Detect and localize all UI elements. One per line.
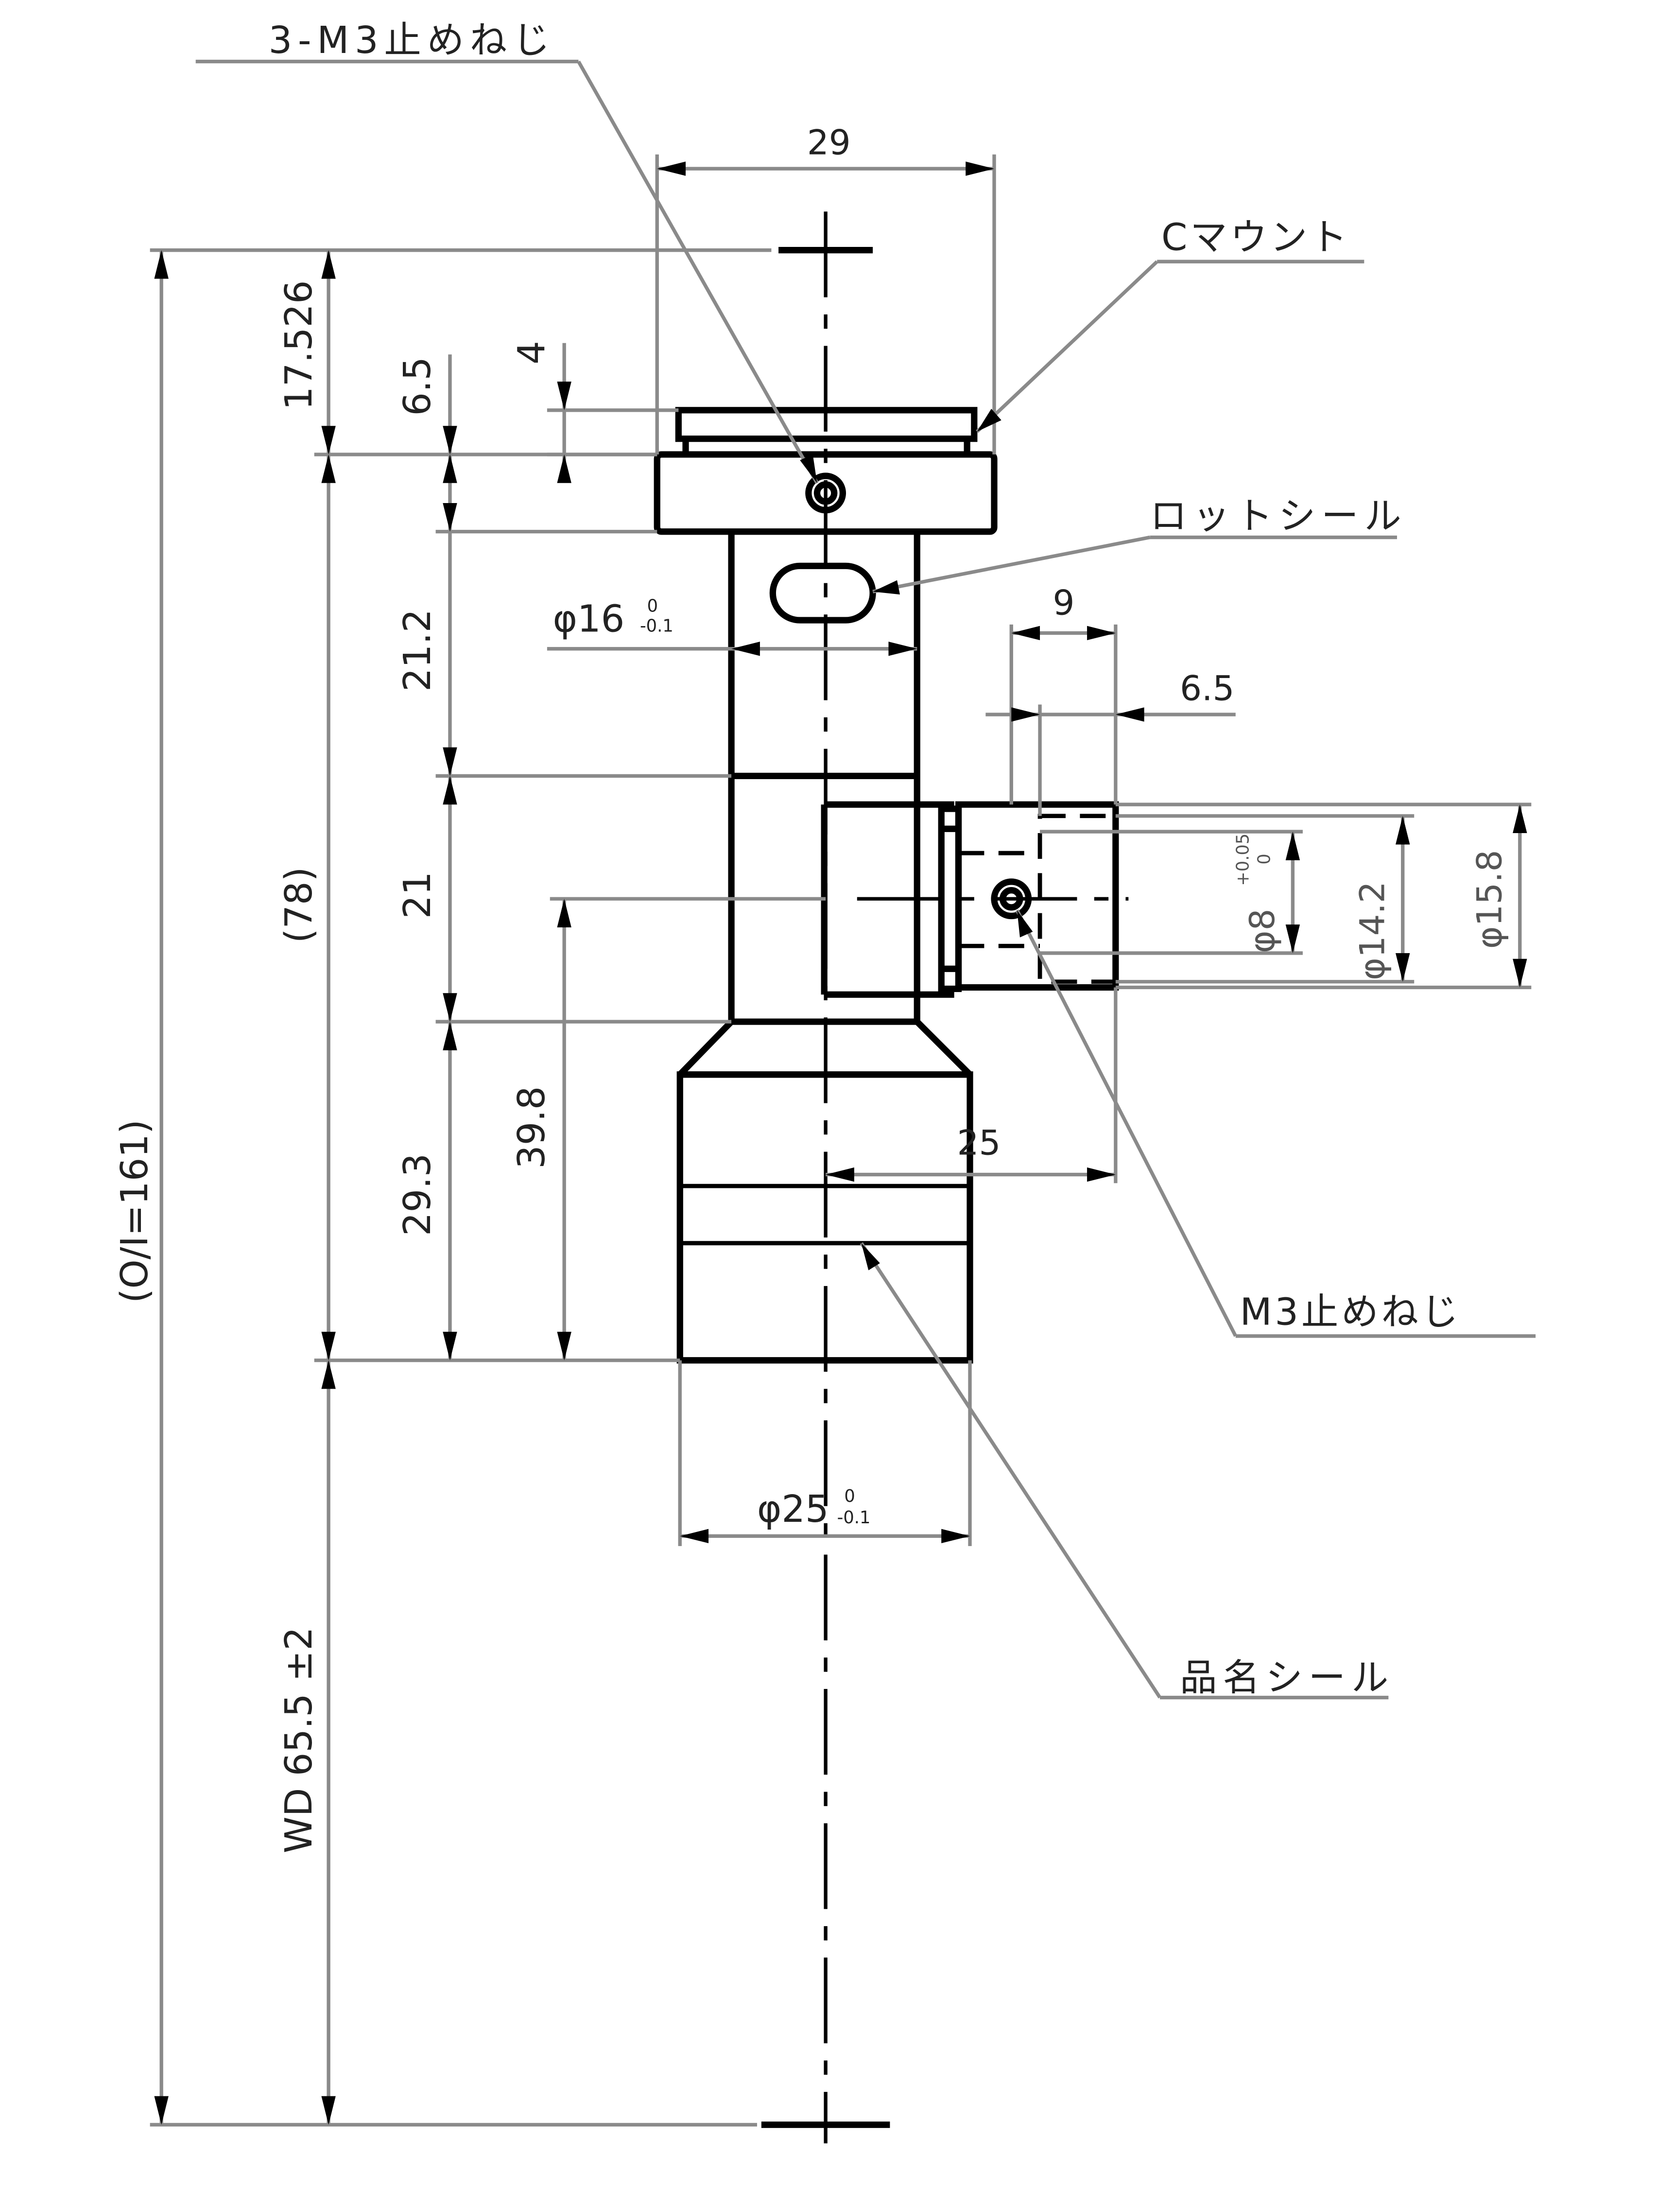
dim-front-tol-lower: -0.1: [837, 1508, 871, 1528]
dim-total-width: 29: [807, 123, 851, 163]
dim-port-bore-tol-upper: +0.05: [1233, 834, 1253, 886]
dim-lens-length: (78): [277, 867, 321, 943]
dim-front-dia: φ25: [757, 1488, 829, 1531]
dim-flange-back: 17.526: [277, 280, 321, 410]
dim-port-outer-dia: φ15.8: [1470, 850, 1510, 949]
set-screw-side-label: M3止めねじ: [1240, 1290, 1462, 1334]
dimension-lines: [154, 161, 1527, 2125]
dim-oi-total: (O/I=161): [113, 1119, 156, 1303]
dim-working-distance: WD 65.5 ±2: [277, 1627, 321, 1853]
lot-seal-slot: [769, 562, 876, 624]
dim-port-reach: 25: [957, 1123, 1001, 1163]
set-screw-top-label: 3-M3止めねじ: [269, 19, 556, 62]
dim-tube-tol-upper: 0: [647, 596, 658, 616]
dim-port-inner-dia: φ14.2: [1353, 881, 1393, 980]
dim-port-offset: 39.8: [510, 1086, 553, 1169]
extension-lines: [150, 154, 1532, 2127]
dim-body-upper: 21.2: [396, 609, 439, 692]
dim-tube-tol-lower: -0.1: [640, 616, 673, 636]
set-screw-top-icon: [805, 472, 846, 514]
dim-body-middle: 21: [396, 871, 439, 919]
lens-body: [654, 407, 1129, 1364]
dim-mount-thread: 6.5: [396, 357, 439, 416]
dim-front-tol-upper: 0: [844, 1486, 855, 1506]
dim-body-lower: 29.3: [396, 1153, 439, 1236]
dim-mount-step: 4: [510, 341, 553, 365]
c-mount-label: Cマウント: [1161, 216, 1350, 260]
dim-port-length-a: 9: [1053, 583, 1075, 623]
product-seal-label: 品名シール: [1180, 1656, 1394, 1700]
lot-seal-label: ロットシール: [1150, 495, 1407, 538]
set-screw-side-icon: [991, 878, 1032, 920]
dim-tube-dia: φ16: [553, 598, 625, 641]
dim-port-length-b: 6.5: [1180, 669, 1234, 709]
dim-port-bore-tol-lower: 0: [1254, 853, 1274, 864]
dim-port-bore: φ8: [1243, 909, 1282, 953]
leader-lines: [195, 59, 1536, 1700]
